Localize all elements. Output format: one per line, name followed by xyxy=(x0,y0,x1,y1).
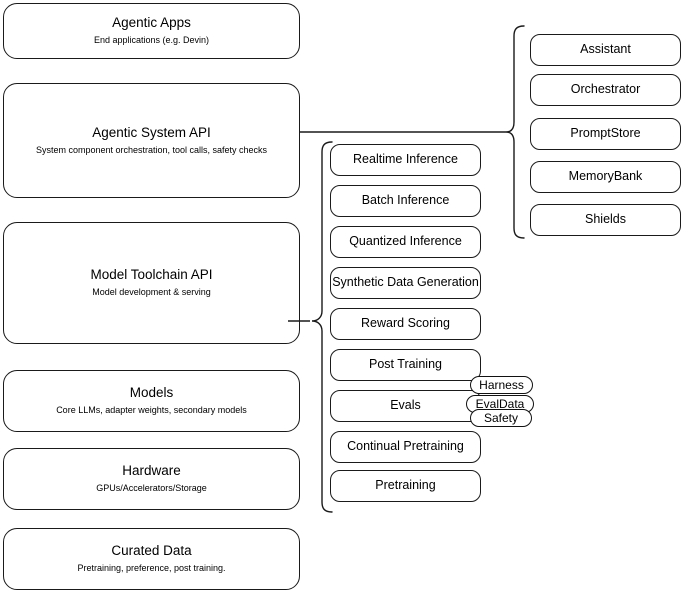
capability-label: Batch Inference xyxy=(361,193,450,208)
layer-title: Hardware xyxy=(122,463,181,479)
layer-subtitle: GPUs/Accelerators/Storage xyxy=(96,483,207,494)
capability-label: Quantized Inference xyxy=(349,234,462,249)
capability-evals[interactable]: Evals xyxy=(330,390,481,422)
capability-label: Reward Scoring xyxy=(361,316,450,331)
component-memorybank[interactable]: MemoryBank xyxy=(530,161,681,193)
component-label: Shields xyxy=(585,212,626,227)
layer-agentic-apps[interactable]: Agentic Apps End applications (e.g. Devi… xyxy=(3,3,300,59)
capability-reward-scoring[interactable]: Reward Scoring xyxy=(330,308,481,340)
layer-title: Model Toolchain API xyxy=(90,267,213,283)
evals-tag-harness[interactable]: Harness xyxy=(470,376,533,394)
evals-tag-label: Safety xyxy=(483,411,519,425)
capability-continual-pretraining[interactable]: Continual Pretraining xyxy=(330,431,481,463)
component-label: MemoryBank xyxy=(568,169,643,184)
capability-label: Realtime Inference xyxy=(353,152,458,167)
capability-label: Post Training xyxy=(369,357,442,372)
layer-curated-data[interactable]: Curated Data Pretraining, preference, po… xyxy=(3,528,300,590)
layer-model-toolchain-api[interactable]: Model Toolchain API Model development & … xyxy=(3,222,300,344)
component-orchestrator[interactable]: Orchestrator xyxy=(530,74,681,106)
layer-title: Agentic System API xyxy=(92,124,211,140)
capability-batch-inference[interactable]: Batch Inference xyxy=(330,185,481,217)
capability-pretraining[interactable]: Pretraining xyxy=(330,470,481,502)
capability-synthetic-data-generation[interactable]: Synthetic Data Generation xyxy=(330,267,481,299)
component-shields[interactable]: Shields xyxy=(530,204,681,236)
capability-label: Synthetic Data Generation xyxy=(332,275,479,290)
capability-quantized-inference[interactable]: Quantized Inference xyxy=(330,226,481,258)
component-label: Orchestrator xyxy=(570,82,641,97)
capability-label: Evals xyxy=(390,398,421,413)
layer-subtitle: Model development & serving xyxy=(92,287,211,298)
layer-hardware[interactable]: Hardware GPUs/Accelerators/Storage xyxy=(3,448,300,510)
layer-title: Curated Data xyxy=(111,543,192,559)
component-label: PromptStore xyxy=(570,126,641,141)
capability-label: Continual Pretraining xyxy=(347,439,464,454)
layer-agentic-system-api[interactable]: Agentic System API System component orch… xyxy=(3,83,300,198)
layer-title: Models xyxy=(129,385,174,401)
capability-label: Pretraining xyxy=(375,478,436,493)
layer-subtitle: System component orchestration, tool cal… xyxy=(35,144,268,155)
layer-title: Agentic Apps xyxy=(112,15,191,31)
capability-post-training[interactable]: Post Training xyxy=(330,349,481,381)
layer-subtitle: End applications (e.g. Devin) xyxy=(93,35,210,46)
evals-tag-label: Harness xyxy=(479,378,524,392)
evals-tag-label: EvalData xyxy=(475,397,525,411)
layer-subtitle: Pretraining, preference, post training. xyxy=(77,563,226,574)
component-label: Assistant xyxy=(580,42,631,57)
component-promptstore[interactable]: PromptStore xyxy=(530,118,681,150)
layer-models[interactable]: Models Core LLMs, adapter weights, secon… xyxy=(3,370,300,432)
evals-tag-safety[interactable]: Safety xyxy=(470,409,532,427)
component-assistant[interactable]: Assistant xyxy=(530,34,681,66)
layer-subtitle: Core LLMs, adapter weights, secondary mo… xyxy=(56,405,247,416)
capability-realtime-inference[interactable]: Realtime Inference xyxy=(330,144,481,176)
